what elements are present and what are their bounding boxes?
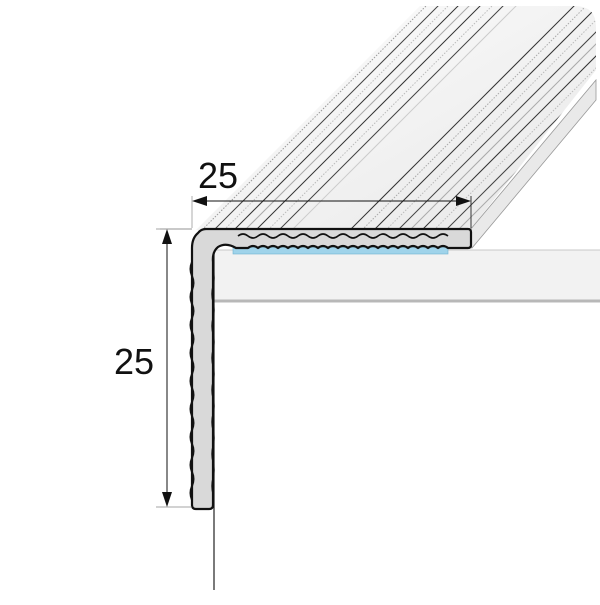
vertical-dimension-label: 25 (114, 341, 155, 382)
outer-ribbed-edge (189, 261, 195, 501)
vertical-dimension (156, 228, 192, 508)
arrow-right-icon (456, 196, 471, 206)
arrow-down-icon (162, 492, 172, 507)
horizontal-dimension-label: 25 (198, 155, 239, 196)
l-profile-cross-section (190, 227, 473, 511)
inner-ribbed-edge (211, 269, 215, 495)
arrow-up-icon (162, 229, 172, 244)
ribbed-tread-surface (196, 6, 596, 230)
arrow-left-icon (192, 196, 207, 206)
adhesive-tape (232, 246, 449, 255)
top-ribbed-edge (237, 233, 449, 239)
step-block (213, 249, 600, 590)
